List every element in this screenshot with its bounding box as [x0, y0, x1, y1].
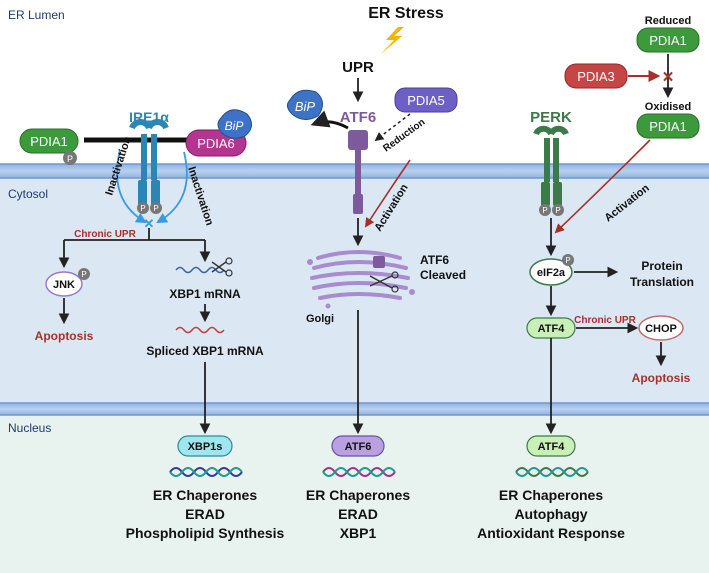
er-lumen-label: ER Lumen: [8, 8, 65, 22]
inhibition-x-icon: ✕: [144, 216, 155, 231]
pdia5-label: PDIA5: [407, 93, 445, 108]
atf6-output-1: ER Chaperones: [306, 487, 410, 503]
eif2a-node: [529, 258, 573, 286]
pdia5-node: [394, 87, 458, 113]
pdia6-label: PDIA6: [197, 136, 235, 151]
pdia1-reduced-label: PDIA1: [649, 33, 687, 48]
perk-output-3: Antioxidant Response: [477, 525, 625, 541]
atf6-cleaved-line2: Cleaved: [420, 268, 466, 282]
pdia1-label: PDIA1: [30, 134, 68, 149]
pdia1-phospho-icon: [63, 151, 77, 165]
perk-receptor-icon: [533, 125, 569, 216]
perk-phospho-right: P: [555, 206, 560, 215]
ire1-phospho-left: P: [140, 204, 145, 213]
ire1-bip-node: [217, 109, 252, 139]
inactivation-arrow-right: [156, 151, 188, 224]
atf6-bip-label: BiP: [295, 99, 316, 114]
xbp1-mrna-label: XBP1 mRNA: [169, 287, 241, 301]
atf4-nuclear-label: ATF4: [538, 441, 566, 453]
ire1-output-1: ER Chaperones: [153, 487, 257, 503]
atf4-nuclear-node: [526, 435, 576, 457]
atf6-output-2: ERAD: [338, 506, 378, 522]
perk-activation-arrow: [554, 139, 651, 234]
oxidised-label: Oxidised: [645, 101, 691, 113]
atf6-nuclear-node: [331, 435, 385, 457]
perk-phospho-left: P: [542, 206, 547, 215]
bip-release-arrow: [310, 110, 349, 130]
perk-output-2: Autophagy: [514, 506, 587, 522]
jnk-phospho-label: P: [81, 270, 86, 279]
chop-node: [638, 315, 684, 341]
ire1-phospho-right: P: [153, 204, 158, 213]
atf6-activation-arrow: [364, 159, 411, 228]
inactivation-arrow-left: [116, 149, 147, 224]
spliced-xbp1-icon: [175, 326, 225, 334]
pdia1-reduced-node: [636, 27, 700, 53]
pdia1-phospho-label: P: [67, 154, 73, 164]
pdia3-block-x-icon: ✕: [662, 69, 675, 86]
dna-icon-atf6: [322, 467, 396, 477]
ire1-chronic-upr-label: Chronic UPR: [74, 229, 136, 240]
reduction-arrow: [374, 113, 411, 142]
protein-line1: Protein: [641, 259, 682, 273]
pdia1-node: [19, 128, 79, 154]
perk-chronic-upr-label: Chronic UPR: [574, 315, 636, 326]
jnk-node: [45, 271, 83, 297]
ire1-bip-label: BiP: [225, 119, 244, 133]
spliced-xbp1-label: Spliced XBP1 mRNA: [146, 344, 264, 358]
protein-line2: Translation: [630, 275, 694, 289]
nuclear-membrane: [0, 402, 709, 416]
pdia3-node: [564, 63, 628, 89]
pdia1-oxidised-node: [636, 113, 700, 139]
nucleus-label: Nucleus: [8, 421, 51, 435]
golgi-label: Golgi: [306, 313, 334, 325]
atf6-scissors-icon: [369, 256, 399, 293]
ire1-output-3: Phospholipid Synthesis: [126, 525, 285, 541]
atf4-label: ATF4: [538, 323, 566, 335]
jnk-label: JNK: [53, 279, 75, 291]
upr-label: UPR: [342, 59, 374, 76]
atf6-cleaved-line1: ATF6: [420, 253, 449, 267]
pdia1-oxidised-label: PDIA1: [649, 119, 687, 134]
atf6-output-3: XBP1: [340, 525, 377, 541]
atf6-receptor-icon: [348, 130, 368, 214]
cytosol-label: Cytosol: [8, 187, 48, 201]
xbp1s-node: [177, 435, 233, 457]
perk-output-1: ER Chaperones: [499, 487, 603, 503]
eif2a-phospho-icon: [562, 254, 574, 266]
pdia3-label: PDIA3: [577, 69, 615, 84]
er-stress-title: ER Stress: [368, 5, 444, 22]
scissors-icon: [211, 257, 233, 277]
dna-icon-ire1: [169, 467, 243, 477]
ire1-receptor-icon: [129, 119, 169, 214]
ire1-output-2: ERAD: [185, 506, 225, 522]
reduced-label: Reduced: [645, 15, 691, 27]
atf6-nuclear-label: ATF6: [345, 441, 372, 453]
chop-label: CHOP: [645, 323, 677, 335]
jnk-phospho-icon: [78, 268, 90, 280]
atf6-name: ATF6: [340, 109, 376, 126]
eif2a-phospho-label: P: [565, 256, 570, 265]
perk-apoptosis-label: Apoptosis: [632, 371, 691, 385]
er-membrane: [0, 163, 709, 179]
xbp1s-label: XBP1s: [188, 441, 223, 453]
eif2a-label: eIF2a: [537, 267, 566, 279]
ire1-apoptosis-label: Apoptosis: [35, 329, 94, 343]
perk-name: PERK: [530, 109, 572, 126]
dna-icon-perk: [515, 467, 589, 477]
